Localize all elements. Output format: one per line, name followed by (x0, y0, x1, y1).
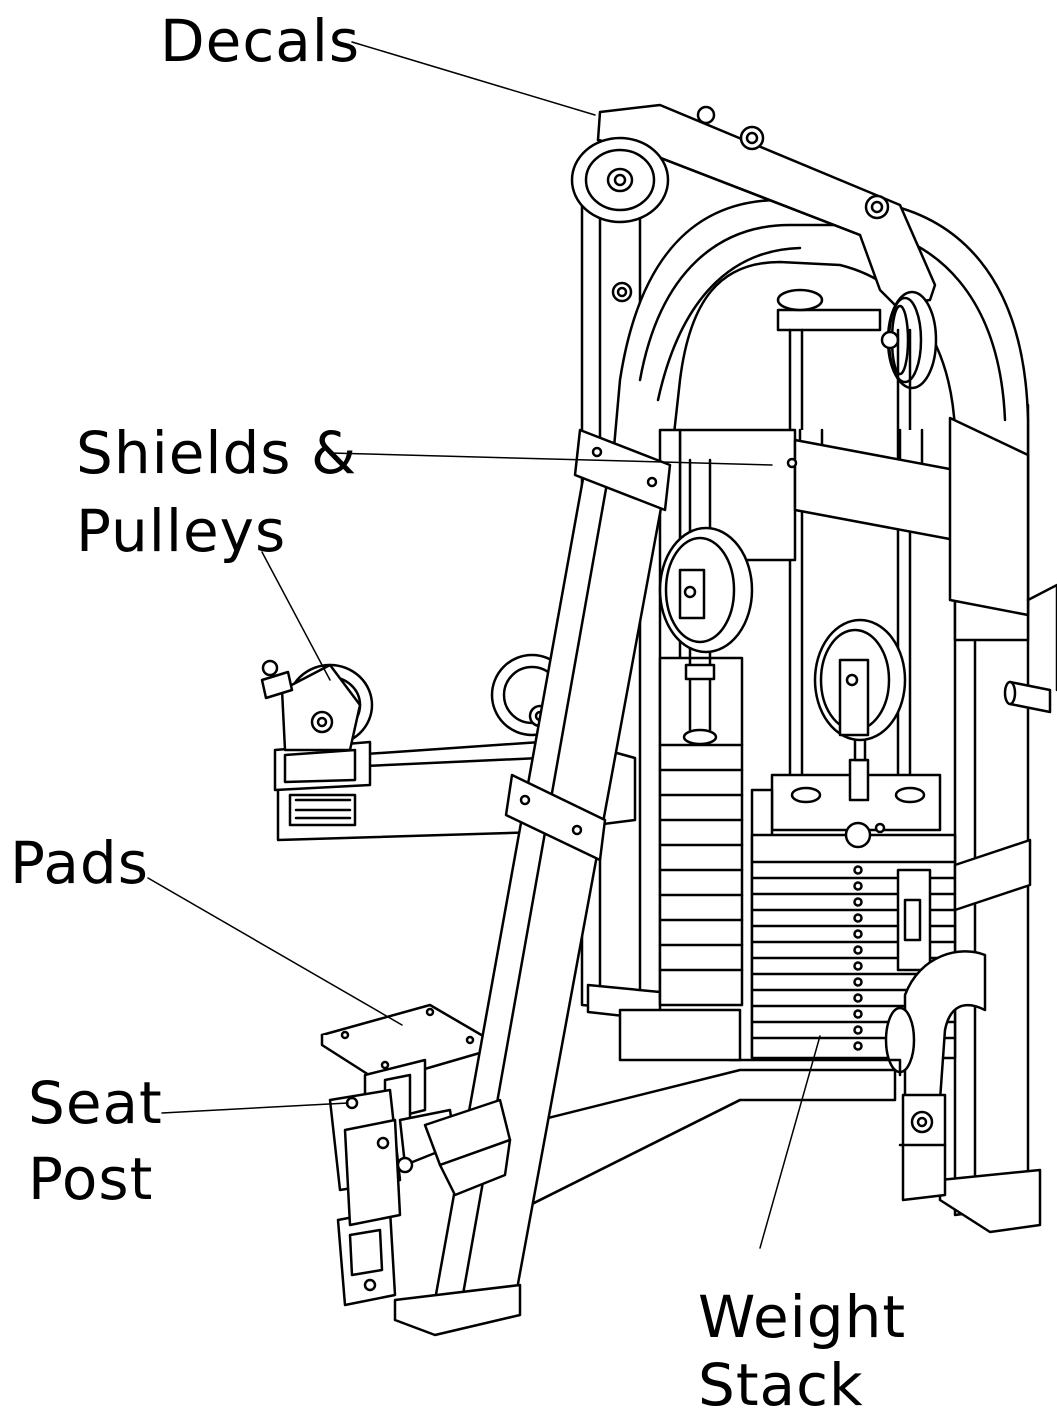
seat-post-leader (161, 1102, 349, 1114)
base-frame (498, 1008, 902, 1212)
shields-label: Shields & (76, 419, 358, 487)
seat-post (328, 1058, 457, 1307)
right-shield (884, 838, 1032, 1202)
post-label: Post (28, 1145, 154, 1213)
column-bracket-lower (504, 773, 607, 862)
pads-label: Pads (10, 829, 149, 897)
top-left-pulley (570, 136, 670, 224)
leader-lines (147, 41, 821, 1249)
stack-label: Stack (698, 1351, 864, 1419)
decals-label: Decals (160, 7, 361, 75)
decals-leader (351, 41, 596, 116)
seat-label: Seat (28, 1069, 163, 1137)
front-stack-pulley (813, 618, 907, 742)
shields-leader (329, 452, 773, 466)
side-decal-panel (948, 416, 1057, 714)
arm-left-pulley (260, 659, 374, 752)
weight-label: Weight (698, 1283, 907, 1351)
pulleys-label: Pulleys (76, 497, 287, 565)
pulleys-leader (261, 551, 331, 681)
seat-pad (320, 1003, 492, 1084)
weight-stack-leader (759, 1035, 821, 1249)
rear-stack-pulley (658, 526, 754, 654)
pads-leader (147, 877, 403, 1026)
